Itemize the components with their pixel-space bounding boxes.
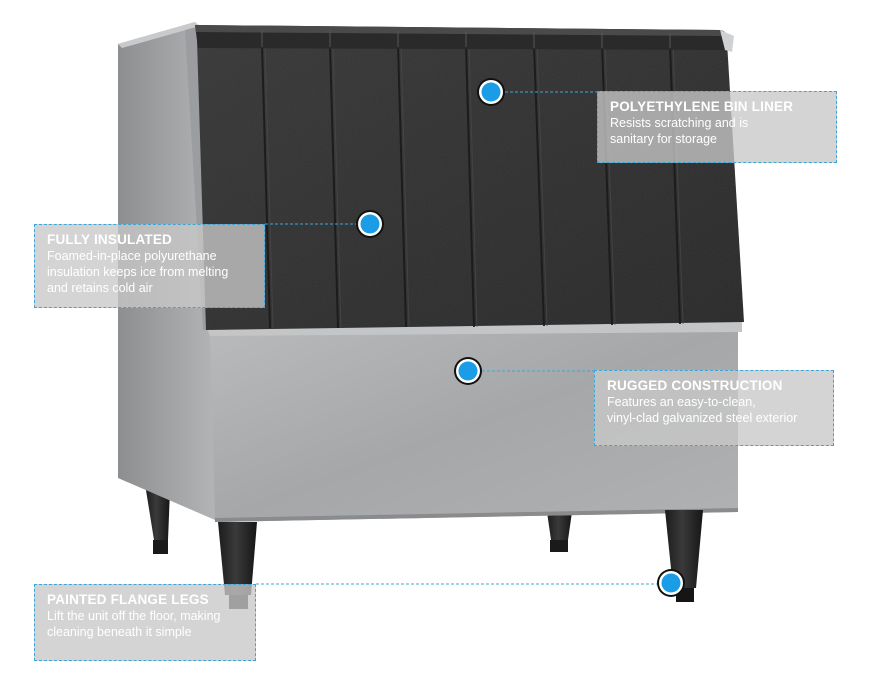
callout-description-line: and retains cold air bbox=[47, 281, 153, 295]
callout-description-line: sanitary for storage bbox=[610, 132, 717, 146]
callout-description-line: cleaning beneath it simple bbox=[47, 625, 192, 639]
callout-title: POLYETHYLENE BIN LINER bbox=[610, 99, 794, 114]
lid-hinge-bar bbox=[195, 25, 734, 52]
hotspot-legs[interactable] bbox=[657, 569, 685, 597]
callout-title: FULLY INSULATED bbox=[47, 232, 173, 247]
hotspot-rugged[interactable] bbox=[454, 357, 482, 385]
hotspot-insulated[interactable] bbox=[356, 210, 384, 238]
back-legs bbox=[145, 484, 572, 554]
callout-description-line: Features an easy-to-clean, bbox=[607, 395, 756, 409]
front-legs bbox=[218, 510, 703, 609]
callout-painted-flange-legs: PAINTED FLANGE LEGS Lift the unit off th… bbox=[34, 584, 256, 661]
callout-title: RUGGED CONSTRUCTION bbox=[607, 378, 783, 393]
bin-liner-door bbox=[197, 40, 744, 330]
callout-fully-insulated: FULLY INSULATED Foamed-in-place polyuret… bbox=[34, 224, 265, 308]
callout-description-line: insulation keeps ice from melting bbox=[47, 265, 229, 279]
leader-lines bbox=[256, 91, 660, 585]
callout-polyethylene-bin-liner: POLYETHYLENE BIN LINER Resists scratchin… bbox=[597, 91, 837, 163]
callout-description-line: vinyl-clad galvanized steel exterior bbox=[607, 411, 798, 425]
callout-description-line: Resists scratching and is bbox=[610, 116, 749, 130]
callout-rugged-construction: RUGGED CONSTRUCTION Features an easy-to-… bbox=[594, 370, 834, 446]
hotspot-liner[interactable] bbox=[477, 78, 505, 106]
callout-title: PAINTED FLANGE LEGS bbox=[47, 592, 209, 607]
callout-description-line: Lift the unit off the floor, making bbox=[47, 609, 221, 623]
callout-description-line: Foamed-in-place polyurethane bbox=[47, 249, 217, 263]
